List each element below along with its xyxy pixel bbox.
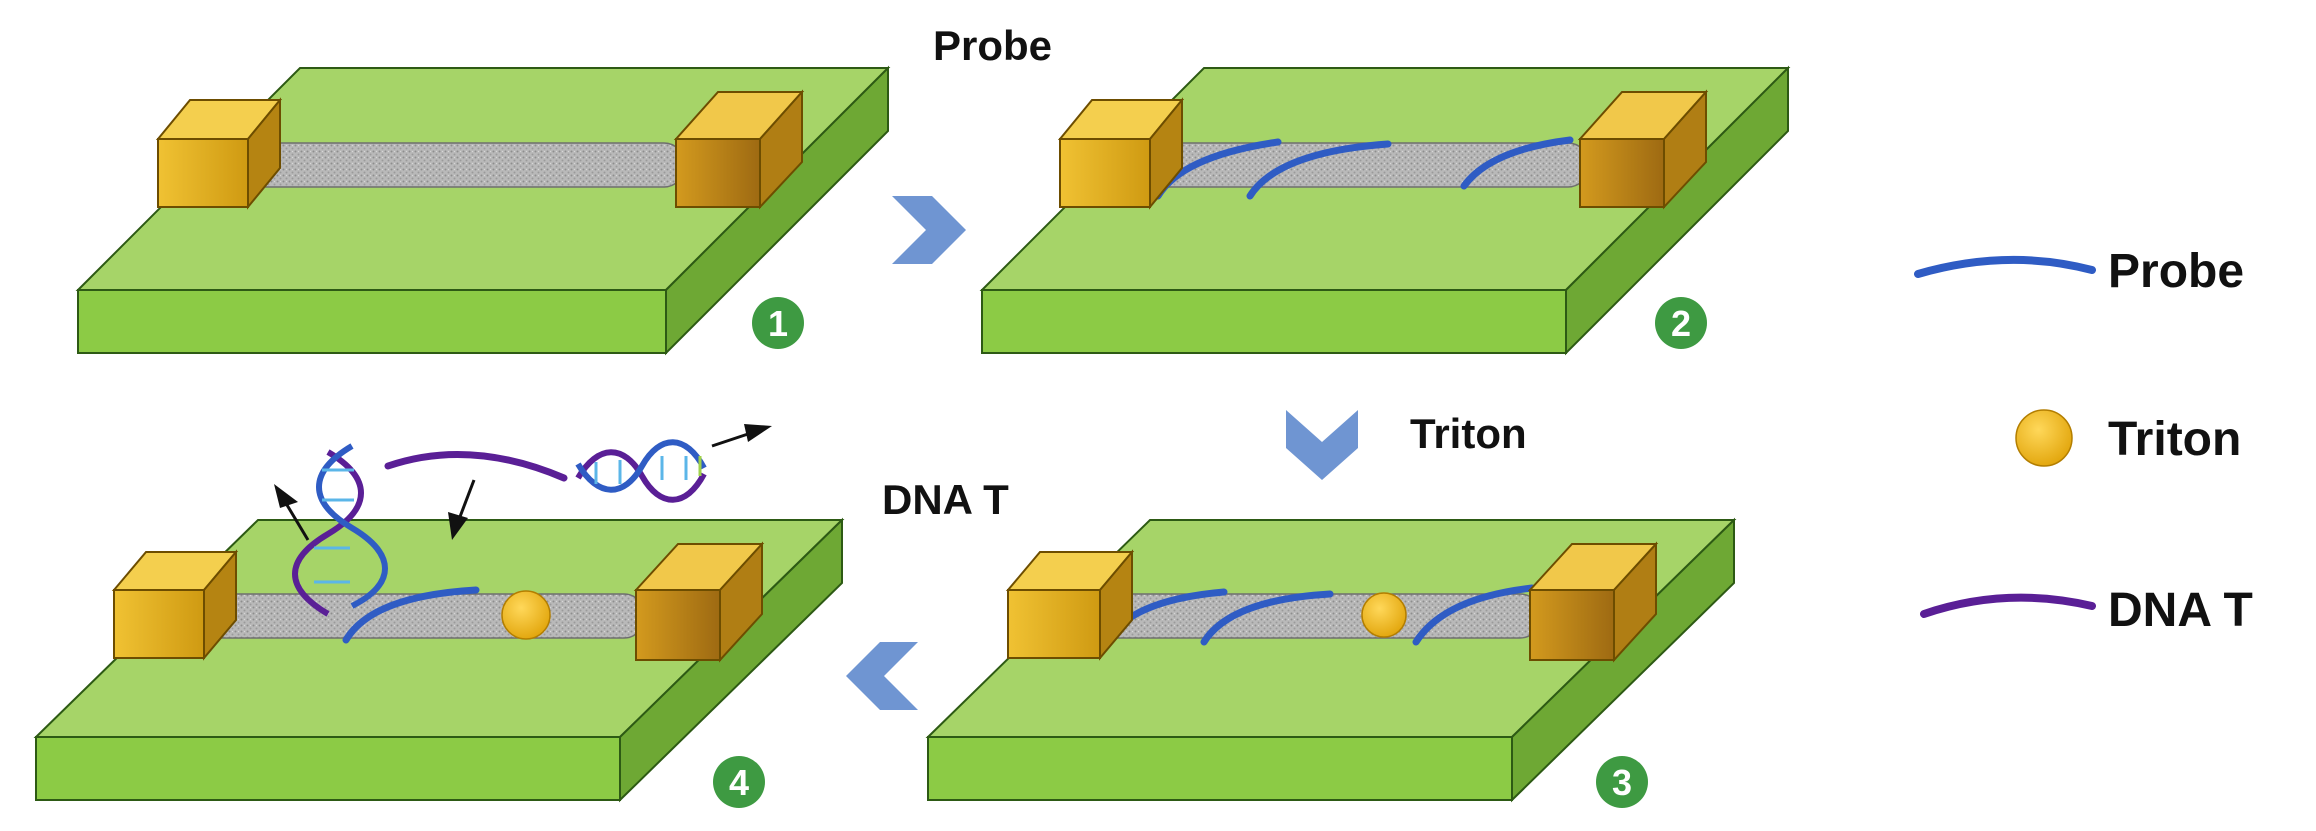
panel-3: 3 xyxy=(925,517,1737,808)
electrode-right xyxy=(673,89,805,210)
label-probe: Probe xyxy=(933,22,1052,69)
label-triton: Triton xyxy=(1410,410,1527,457)
svg-text:DNA T: DNA T xyxy=(2108,584,2253,637)
probe-strand xyxy=(1200,590,1334,646)
electrode-right xyxy=(633,541,765,663)
nanowire-channel xyxy=(235,142,685,188)
legend-item-probe: Probe xyxy=(1914,245,2244,298)
svg-text:1: 1 xyxy=(768,303,788,344)
triton-molecule xyxy=(1361,592,1407,638)
probe-strand xyxy=(1412,584,1536,646)
legend-item-dna-t: DNA T xyxy=(1920,584,2253,637)
triton-molecule xyxy=(501,590,551,640)
svg-text:Probe: Probe xyxy=(2108,245,2244,298)
chevron-left-icon xyxy=(846,642,918,710)
panel-1: 1 xyxy=(75,65,891,356)
probe-strand xyxy=(1246,140,1392,200)
dna-line-icon xyxy=(1920,593,2096,618)
arrow-up-left-icon xyxy=(274,484,310,541)
substrate-side xyxy=(619,517,843,803)
substrate-side xyxy=(665,65,889,356)
electrode-left xyxy=(1057,97,1185,210)
substrate-front xyxy=(981,289,1567,354)
arrow-down-icon xyxy=(448,479,476,540)
probe-strand xyxy=(1460,136,1574,190)
svg-text:Triton: Triton xyxy=(2108,413,2241,466)
triton-dot-icon xyxy=(2015,409,2073,467)
electrode-right xyxy=(1577,89,1709,210)
probe-strand xyxy=(342,586,480,644)
svg-text:4: 4 xyxy=(729,762,749,803)
dna-duplex-icon xyxy=(292,443,388,617)
step-badge-3: 3 xyxy=(1596,756,1648,808)
legend-item-triton: Triton xyxy=(2015,409,2241,467)
substrate-side xyxy=(1511,517,1735,803)
electrode-left xyxy=(1005,549,1135,661)
dna-duplex-icon xyxy=(575,439,707,503)
step-badge-4: 4 xyxy=(713,756,765,808)
electrode-left xyxy=(155,97,283,210)
label-dna-t: DNA T xyxy=(882,476,1009,523)
panel-4: 4 xyxy=(33,424,845,808)
svg-text:2: 2 xyxy=(1671,303,1691,344)
substrate-front xyxy=(77,289,667,354)
svg-text:3: 3 xyxy=(1612,762,1632,803)
chevron-right-icon xyxy=(892,196,966,264)
dna-strand xyxy=(384,450,568,482)
step-badge-1: 1 xyxy=(752,297,804,349)
electrode-left xyxy=(111,549,239,661)
step-badge-2: 2 xyxy=(1655,297,1707,349)
electrode-right xyxy=(1527,541,1659,663)
substrate-side xyxy=(1565,65,1789,356)
substrate-front xyxy=(35,736,621,801)
chevron-down-icon xyxy=(1286,410,1358,480)
probe-line-icon xyxy=(1914,255,2096,278)
panel-2: 2 xyxy=(979,65,1791,356)
legend: Probe Triton DNA T xyxy=(1914,245,2253,637)
arrow-up-right-icon xyxy=(711,424,772,448)
substrate-front xyxy=(927,736,1513,801)
